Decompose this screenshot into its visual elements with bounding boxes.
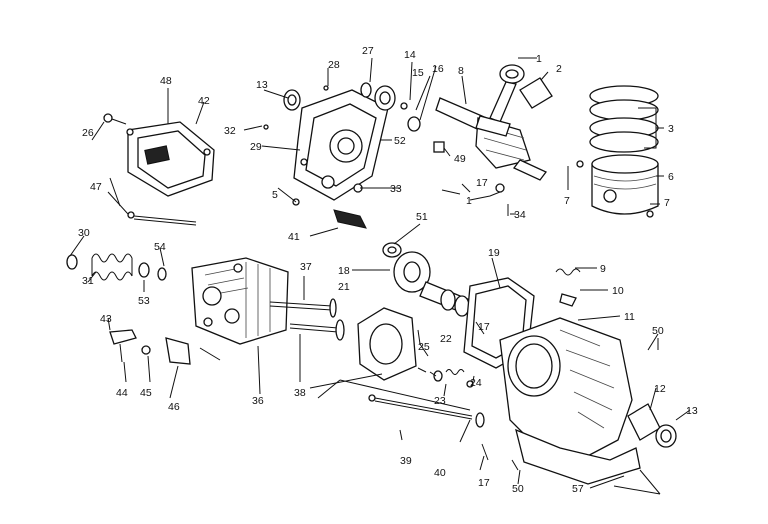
callout-1-lower: 1 <box>466 195 472 207</box>
crankcase-cover-drawing <box>293 89 389 201</box>
callout-53: 53 <box>138 295 150 307</box>
callout-43: 43 <box>100 313 112 325</box>
callout-labels: 1 2 3 5 6 7 8 9 10 11 12 13 14 15 16 17 … <box>78 45 698 495</box>
callout-39: 39 <box>400 455 412 467</box>
callout-30: 30 <box>78 227 90 239</box>
bearing-12-drawing <box>627 403 677 448</box>
leader-lines <box>69 57 691 495</box>
callout-18: 18 <box>338 265 350 277</box>
callout-22: 22 <box>440 333 452 345</box>
plate-41-drawing <box>333 209 367 229</box>
bolt-39-drawing <box>368 394 485 428</box>
callout-29: 29 <box>250 141 262 153</box>
callout-23: 23 <box>434 395 446 407</box>
callout-17-mid: 17 <box>478 321 490 333</box>
connecting-rod-drawing <box>475 64 525 137</box>
callout-7-right: 7 <box>664 197 670 209</box>
callout-52: 52 <box>394 135 406 147</box>
screw-26-drawing <box>103 113 127 125</box>
valve-spring-drawing <box>66 253 167 281</box>
callout-15: 15 <box>412 67 424 79</box>
callout-9: 9 <box>600 263 606 275</box>
valves-drawing <box>269 298 345 341</box>
callout-1-top: 1 <box>536 53 542 65</box>
callout-46: 46 <box>168 401 180 413</box>
callout-51: 51 <box>416 211 428 223</box>
rocker-drawing <box>109 329 191 365</box>
callout-47: 47 <box>90 181 102 193</box>
callout-50-right: 50 <box>652 325 664 337</box>
callout-12: 12 <box>654 383 666 395</box>
bolt-47-drawing <box>127 211 197 226</box>
cylinder-head-drawing <box>191 257 289 345</box>
bearings-drawing <box>283 82 421 132</box>
crankcase-drawing <box>499 317 641 485</box>
callout-42: 42 <box>198 95 210 107</box>
callout-17-top: 17 <box>476 177 488 189</box>
callout-6: 6 <box>668 171 674 183</box>
camshaft-drawing <box>393 251 471 317</box>
callout-44: 44 <box>116 387 128 399</box>
callout-37: 37 <box>300 261 312 273</box>
callout-13-lower: 13 <box>686 405 698 417</box>
piston-drawing <box>589 85 659 215</box>
callout-34: 34 <box>514 209 526 221</box>
callout-11: 11 <box>624 311 635 323</box>
governor-parts-drawing <box>555 268 581 307</box>
callout-27: 27 <box>362 45 374 57</box>
callout-14: 14 <box>404 49 416 61</box>
callout-17-bottom: 17 <box>478 477 490 489</box>
callout-5: 5 <box>272 189 278 201</box>
callout-50-bottom: 50 <box>512 483 524 495</box>
callout-38: 38 <box>294 387 306 399</box>
callout-32: 32 <box>224 125 236 137</box>
callout-16: 16 <box>432 63 444 75</box>
callout-48: 48 <box>160 75 172 87</box>
callout-21: 21 <box>338 281 350 293</box>
callout-25: 25 <box>418 341 430 353</box>
callout-24: 24 <box>470 377 482 389</box>
callout-54: 54 <box>154 241 166 253</box>
callout-26: 26 <box>82 127 94 139</box>
callout-45: 45 <box>140 387 152 399</box>
crankshaft-drawing <box>435 97 548 181</box>
callout-2: 2 <box>556 63 562 75</box>
callout-40: 40 <box>434 467 446 479</box>
callout-31: 31 <box>82 275 94 287</box>
seal-51-drawing <box>382 242 402 258</box>
callout-49: 49 <box>454 153 466 165</box>
callout-7-left: 7 <box>564 195 570 207</box>
callout-57: 57 <box>572 483 584 495</box>
callout-13-top: 13 <box>256 79 268 91</box>
gasket-21-drawing <box>357 307 417 381</box>
callout-8: 8 <box>458 65 464 77</box>
callout-3: 3 <box>668 123 674 135</box>
callout-36: 36 <box>252 395 264 407</box>
piston-pin-drawing <box>519 77 553 109</box>
callout-19: 19 <box>488 247 500 259</box>
callout-28: 28 <box>328 59 340 71</box>
callout-41: 41 <box>288 231 300 243</box>
valve-cover-drawing <box>126 121 215 197</box>
callout-10: 10 <box>612 285 624 297</box>
callout-33: 33 <box>390 183 402 195</box>
